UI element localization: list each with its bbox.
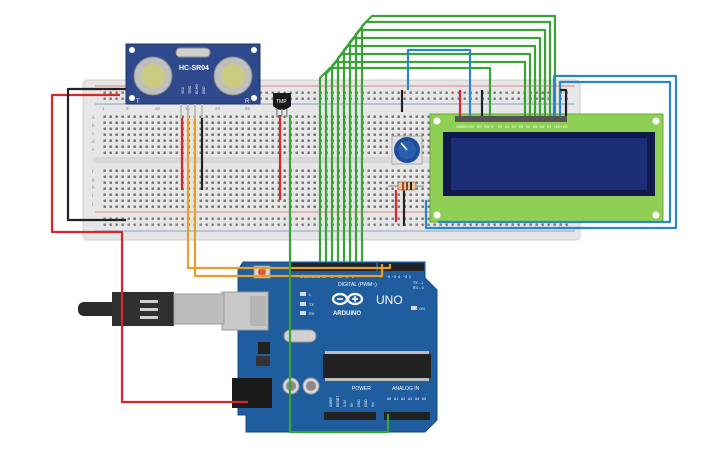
sensor-r-mark: R: [245, 99, 250, 105]
power-jack: [232, 378, 272, 408]
analog-pin-label: A4: [415, 397, 419, 401]
rx-label: RX: [309, 312, 315, 316]
row-letter: j: [91, 201, 93, 206]
lcd-pin-label: D4: [526, 125, 530, 129]
reset-button-cap[interactable]: [258, 268, 266, 276]
lcd-pin-label: D5: [533, 125, 537, 129]
wire-black: [560, 88, 568, 116]
analog-pin-label: A5: [422, 397, 426, 401]
model-label: UNO: [376, 293, 403, 307]
wire-blue: [406, 48, 472, 116]
lcd-pin-label: D7: [547, 125, 551, 129]
wires: [50, 14, 678, 434]
power-header-label: POWER: [352, 386, 371, 392]
lcd-pin-label: V0: [470, 125, 474, 129]
power-pin-label: Vin: [371, 402, 375, 407]
column-number: 20: [215, 106, 221, 111]
pin-label: ~6: [386, 275, 390, 279]
row-letter: c: [92, 131, 95, 136]
lcd-pin-label: D1: [505, 125, 509, 129]
tx-label: TX: [309, 303, 314, 307]
pin-label: ~5: [392, 275, 396, 279]
lcd-module[interactable]: GND VCC V0 RS RW E D0 D1 D2 D3 D4 D5 D6 …: [429, 113, 664, 223]
ultrasonic-sensor[interactable]: HC-SR04 T R VCC TRIG ECHO GND: [125, 43, 261, 118]
lcd-pin-label: LED: [561, 125, 568, 129]
on-label: ON: [419, 307, 425, 311]
lcd-pin-label: D2: [512, 125, 516, 129]
lcd-pin-label: D0: [498, 125, 502, 129]
analog-pin-label: A1: [394, 397, 398, 401]
power-pin-label: 3.3V: [343, 399, 347, 407]
analog-pin-label: A0: [387, 397, 391, 401]
row-letter: h: [92, 185, 95, 190]
wire-blue: [438, 80, 672, 224]
usb-cable: [78, 292, 225, 326]
pin-label: TX→1: [413, 281, 423, 285]
power-pin-label: 5V: [350, 402, 354, 407]
power-pin-label: GND: [364, 399, 368, 407]
column-number: 5: [126, 106, 129, 111]
lcd-screen: [451, 138, 647, 190]
column-number: 25: [245, 106, 251, 111]
lcd-pin-label: LED: [554, 125, 561, 129]
pin-label: 2: [409, 275, 411, 279]
power-pin-label: RESET: [336, 396, 340, 407]
pin-label: RX←0: [413, 286, 424, 290]
wire-black: [66, 87, 128, 222]
lcd-pin-row: [455, 116, 567, 122]
atmega-chip: [323, 354, 431, 378]
lcd-pin-label: GND: [456, 125, 464, 129]
wire-blue: [424, 74, 678, 230]
pin-label: ~3: [403, 275, 407, 279]
analog-header-label: ANALOG IN: [392, 386, 420, 392]
digital-header-label: DIGITAL (PWM~): [338, 282, 377, 288]
row-letter: e: [92, 147, 95, 152]
lcd-pin-label: RW: [484, 125, 490, 129]
wire-red: [50, 93, 248, 404]
sensor-model: HC-SR04: [179, 65, 209, 72]
sensor-pin-label: ECHO: [195, 84, 199, 94]
resistor: [388, 181, 424, 191]
tmp-label: TMP: [276, 99, 287, 105]
row-letter: f: [92, 169, 94, 174]
row-letter: a: [92, 115, 95, 120]
row-letter: i: [92, 193, 93, 198]
sensor-pin-label: GND: [202, 86, 206, 94]
sensor-t-mark: T: [136, 99, 140, 105]
arduino-logo: [331, 292, 364, 306]
led-l-label: L: [309, 293, 311, 297]
row-letter: b: [92, 123, 95, 128]
row-letter: d: [92, 139, 95, 144]
lcd-pin-label: VCC: [463, 125, 471, 129]
wire-orange: [193, 117, 384, 278]
potentiometer[interactable]: [391, 135, 423, 165]
analog-pin-label: A2: [401, 397, 405, 401]
analog-pin-label: A3: [408, 397, 412, 401]
lcd-pin-label: D6: [540, 125, 544, 129]
lcd-pin-label: D3: [519, 125, 523, 129]
wire-green: [360, 14, 557, 262]
column-number: 10: [155, 106, 161, 111]
pin-label: 4: [398, 275, 400, 279]
wire-green: [288, 115, 390, 434]
power-pin-label: IOREF: [329, 397, 333, 407]
arduino-uno-board[interactable]: 13 12 ~11 ~10 ~9 8 7 ~6 ~5 4 ~3 2 TX→1 R…: [221, 261, 438, 433]
temperature-sensor[interactable]: TMP: [273, 93, 291, 117]
sensor-pin-label: VCC: [181, 86, 185, 94]
power-pin-label: GND: [357, 399, 361, 407]
column-number: 1: [102, 106, 105, 111]
sensor-pin-label: TRIG: [188, 86, 192, 94]
lcd-pin-label: RS: [477, 125, 482, 129]
brand-label: ARDUINO: [333, 311, 361, 317]
row-letter: g: [92, 177, 95, 182]
lcd-pin-label: E: [491, 125, 494, 129]
